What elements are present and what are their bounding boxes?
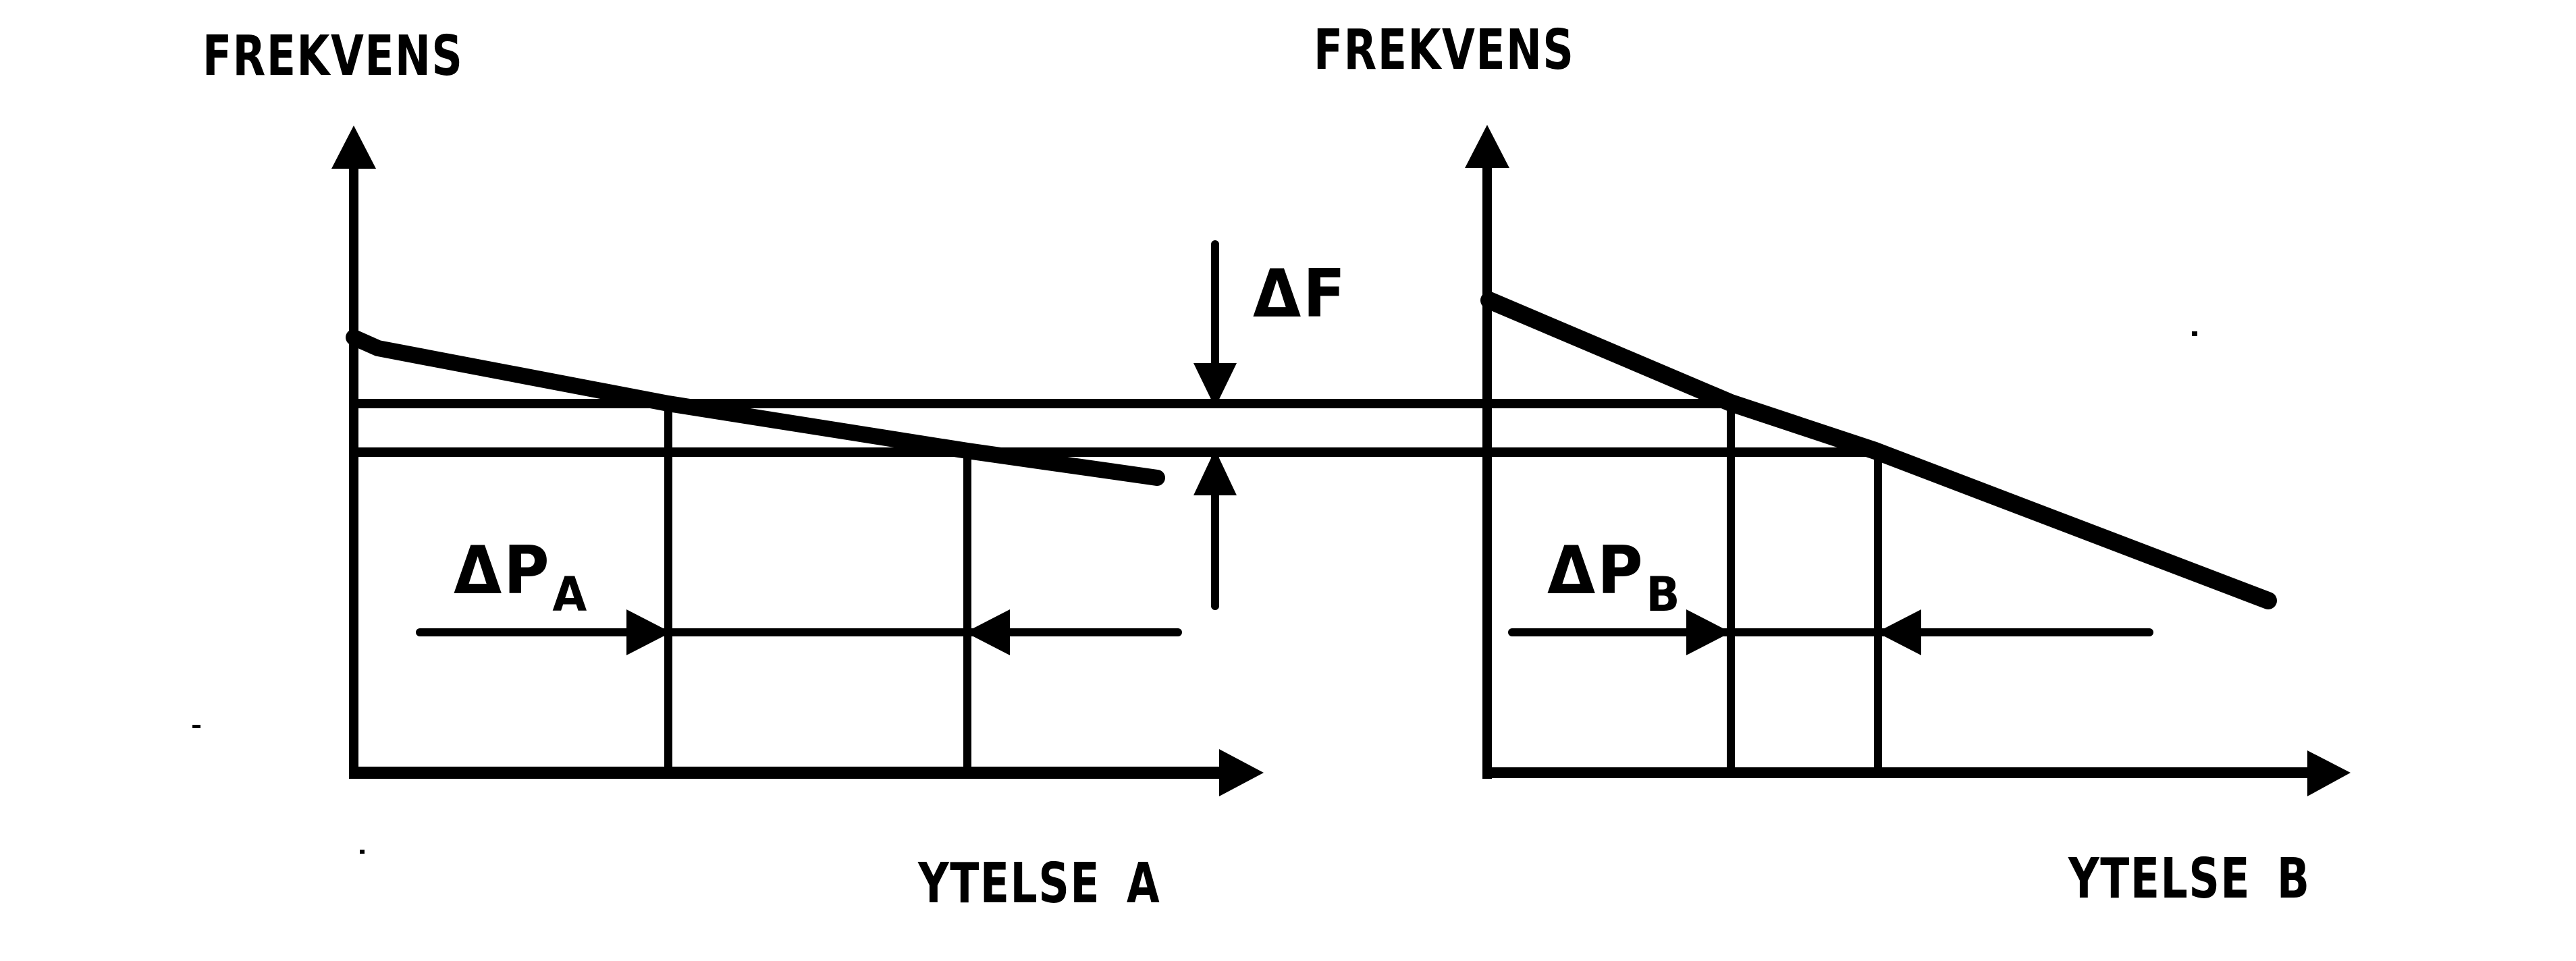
delta-p-a-subscript: A xyxy=(552,567,587,622)
left-y-axis-title: FREKVENS xyxy=(203,24,464,88)
droop-curve-b xyxy=(1480,292,2277,609)
left-x-axis-title: YTELSE A xyxy=(918,852,1161,916)
delta-p-b-subscript: B xyxy=(1646,567,1680,622)
right-y-axis-title: FREKVENS xyxy=(1314,18,1575,82)
right-x-axis-arrowhead-icon xyxy=(2307,750,2351,796)
delta-p-a-right-arrowhead-icon xyxy=(626,609,671,655)
scan-speck xyxy=(2192,331,2197,336)
frequency-level-lines xyxy=(349,399,1871,457)
delta-p-b-left-arrowhead-icon xyxy=(1877,609,1921,655)
scan-speck xyxy=(360,850,365,854)
delta-f-dimension xyxy=(1193,240,1237,610)
left-x-axis-arrowhead-icon xyxy=(1219,749,1264,796)
right-chart xyxy=(1465,125,2351,796)
delta-p-a-label: ΔPA xyxy=(454,538,587,618)
delta-p-b-right-arrowhead-icon xyxy=(1686,609,1731,655)
scan-speck xyxy=(192,725,200,728)
left-chart xyxy=(331,126,1264,796)
delta-p-a-left-arrowhead-icon xyxy=(965,609,1010,655)
left-y-axis-arrowhead-icon xyxy=(331,126,376,169)
scan-artifacts xyxy=(192,331,2197,854)
delta-f-up-arrowhead-icon xyxy=(1193,449,1237,495)
delta-f-down-arrowhead-icon xyxy=(1193,363,1237,408)
right-y-axis-arrowhead-icon xyxy=(1465,125,1509,168)
delta-p-b-main: ΔP xyxy=(1547,532,1645,609)
right-x-axis-title: YTELSE B xyxy=(2068,847,2311,911)
delta-f-label: ΔF xyxy=(1253,256,1347,333)
delta-p-b-label: ΔPB xyxy=(1547,538,1680,618)
delta-p-a-main: ΔP xyxy=(454,532,552,609)
